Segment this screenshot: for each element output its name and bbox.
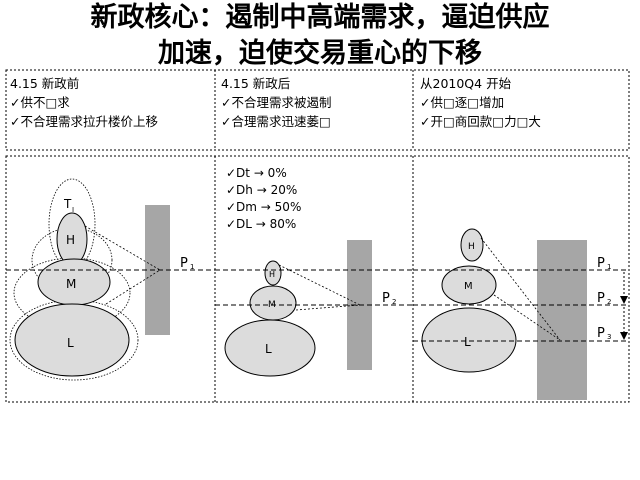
panel-after-header: 4.15 新政后 ✓不合理需求被遏制 ✓合理需求迅速萎□ — [221, 74, 331, 131]
panel-before-point-1: ✓供不□求 — [10, 95, 70, 110]
label-h: H — [66, 233, 75, 247]
label-p2-sub: 2 — [607, 298, 611, 306]
link-line-bottom — [105, 269, 161, 305]
panel-2010q4-point-1: ✓供□逐□增加 — [420, 95, 505, 110]
panel-2010q4-point-2: ✓开□商回款□力□大 — [420, 114, 541, 129]
label-p1-sub: 1 — [190, 263, 194, 271]
panel-before-heading: 4.15 新政前 — [10, 76, 80, 91]
price-bar — [145, 205, 170, 335]
change-dt: ✓Dt → 0% — [226, 166, 287, 180]
label-l: L — [464, 335, 471, 349]
segment-h-ellipse — [460, 228, 484, 262]
link-line-bottom — [493, 294, 561, 341]
envelope-l — [9, 299, 139, 381]
panel-after-point-1: ✓不合理需求被遏制 — [221, 95, 332, 110]
segment-m-ellipse — [441, 265, 497, 305]
header-row-frame — [5, 69, 630, 151]
title-line-2: 加速，迫使交易重心的下移 — [158, 38, 482, 69]
label-p1: P — [597, 256, 605, 271]
label-m: M — [464, 281, 473, 292]
panel-2010q4-diagram: H M L P 1 P 2 P 3 — [413, 228, 629, 400]
link-line-top — [480, 237, 561, 341]
label-p2-sub: 2 — [392, 298, 396, 306]
panel-after-heading: 4.15 新政后 — [221, 76, 291, 91]
supply-bar — [537, 240, 587, 400]
link-line-top — [84, 225, 161, 271]
change-dl: ✓DL → 80% — [226, 217, 296, 231]
label-t-sub: I — [72, 206, 74, 214]
panel-after-diagram: ✓Dt → 0% ✓Dh → 20% ✓Dm → 50% ✓DL → 80% H… — [215, 166, 413, 377]
label-h: H — [468, 242, 475, 252]
segment-l-ellipse — [421, 307, 517, 373]
panel-grid — [5, 69, 630, 403]
panel-2010q4-header: 从2010Q4 开始 ✓供□逐□增加 ✓开□商回款□力□大 — [420, 74, 541, 131]
label-p1-sub: 1 — [607, 263, 611, 271]
panel-after-point-2: ✓合理需求迅速萎□ — [221, 114, 331, 129]
label-l: L — [67, 336, 74, 350]
envelope-h — [31, 227, 113, 293]
label-h: H — [269, 270, 275, 279]
title-line-1: 新政核心：遏制中高端需求，逼迫供应 — [90, 2, 550, 33]
change-dm: ✓Dm → 50% — [226, 200, 301, 214]
panel-before-header: 4.15 新政前 ✓供不□求 ✓不合理需求拉升楼价上移 — [10, 74, 158, 131]
label-l: L — [265, 342, 272, 356]
link-line-top — [278, 264, 361, 306]
segment-h-ellipse — [264, 260, 282, 286]
panel-2010q4-heading: 从2010Q4 开始 — [420, 76, 512, 91]
label-p3-sub: 3 — [607, 333, 611, 341]
segment-l-ellipse — [224, 319, 316, 377]
label-p1: P — [180, 256, 188, 271]
label-p2: P — [597, 291, 605, 306]
label-t: T — [63, 197, 72, 211]
link-line-bottom — [295, 304, 361, 311]
panel-before-diagram: T I H M L P 1 — [6, 178, 215, 381]
change-dh: ✓Dh → 20% — [226, 183, 297, 197]
label-m: M — [66, 277, 76, 291]
panel-before-point-2: ✓不合理需求拉升楼价上移 — [10, 114, 158, 129]
diagram-row-frame — [5, 155, 630, 403]
label-p2: P — [382, 291, 390, 306]
segment-l-ellipse — [14, 303, 130, 377]
label-p3: P — [597, 326, 605, 341]
